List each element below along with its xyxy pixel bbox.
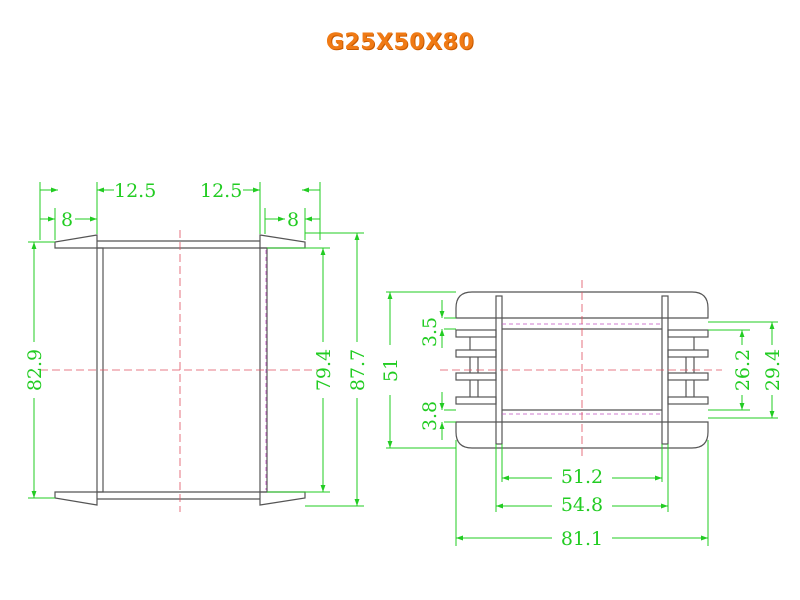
dim-label-wall-right: 8 xyxy=(287,209,299,231)
dim-outer-window-29-4: 29.4 xyxy=(708,321,784,419)
dim-label-window-height: 79.4 xyxy=(313,349,335,391)
dim-flange-left-12-5: 12.5 xyxy=(39,180,156,240)
dim-label-wall-left: 8 xyxy=(61,209,73,231)
dim-label-mid-width: 54.8 xyxy=(561,494,603,516)
dim-label-flange-left: 12.5 xyxy=(114,180,156,202)
dim-window-height-79-4: 79.4 xyxy=(267,247,335,493)
dim-label-top-slot: 3.5 xyxy=(419,317,441,347)
dim-label-height: 51 xyxy=(380,358,402,382)
dim-label-inner-height: 82.9 xyxy=(24,349,46,391)
dim-label-bottom-slot: 3.8 xyxy=(419,401,441,431)
dim-label-outer-window: 29.4 xyxy=(762,349,784,391)
dim-height-51: 51 xyxy=(380,291,456,449)
dim-overall-width-81-1: 81.1 xyxy=(455,440,709,550)
dim-label-overall-height: 87.7 xyxy=(347,349,369,391)
dim-wall-right-8: 8 xyxy=(264,208,320,240)
dim-wall-left-8: 8 xyxy=(40,208,98,240)
dim-overall-height-87-7: 87.7 xyxy=(305,232,369,507)
right-view: 51 3.5 3.8 26.2 xyxy=(380,280,784,550)
dim-top-slot-3-5: 3.5 xyxy=(419,300,456,348)
dim-bottom-slot-3-8: 3.8 xyxy=(419,392,456,440)
drawing-title: G25X50X80 xyxy=(325,30,475,55)
dim-mid-width-54-8: 54.8 xyxy=(495,444,669,516)
dim-label-inner-width: 51.2 xyxy=(561,466,603,488)
dim-label-flange-right: 12.5 xyxy=(200,180,242,202)
dim-inner-width-51-2: 51.2 xyxy=(501,444,663,488)
dim-flange-right-12-5: 12.5 xyxy=(200,180,321,240)
dim-inner-window-26-2: 26.2 xyxy=(708,329,754,411)
dim-inner-height-82-9: 82.9 xyxy=(24,241,55,499)
dim-label-overall-width: 81.1 xyxy=(561,528,603,550)
dim-label-inner-window: 26.2 xyxy=(732,349,754,391)
left-view: 12.5 8 12.5 8 82.9 xyxy=(24,180,369,512)
